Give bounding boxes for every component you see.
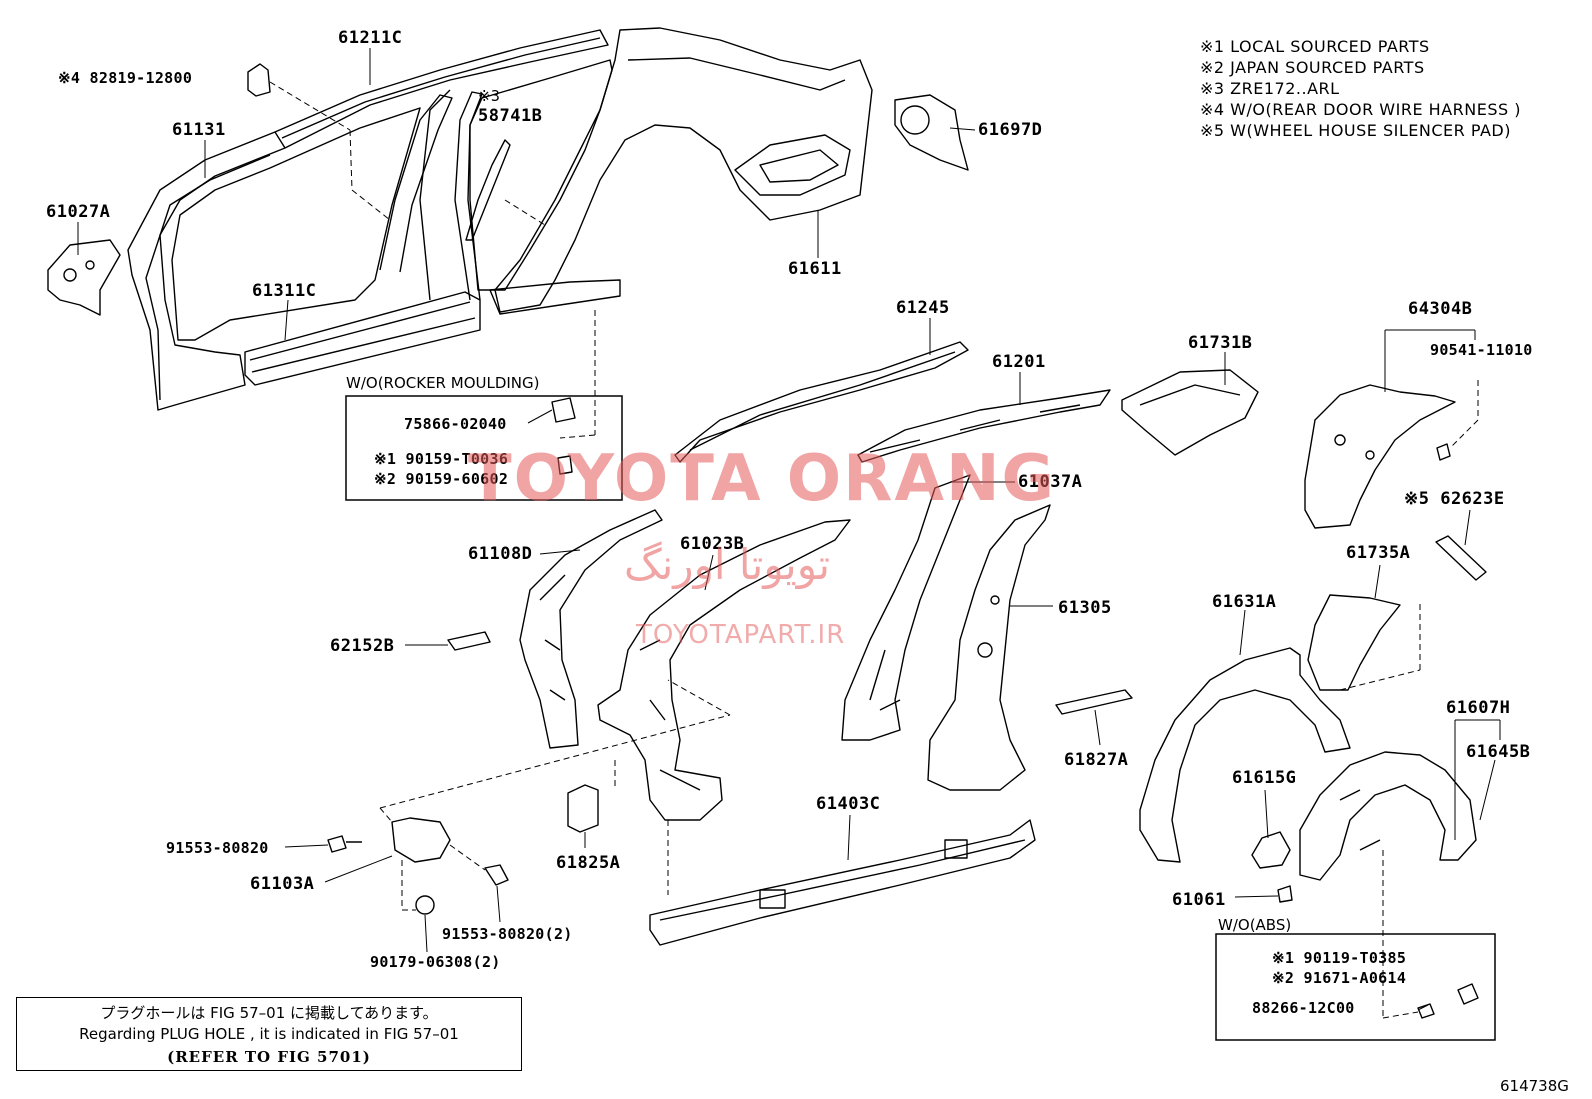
part-61645B (1299, 751, 1477, 881)
part-61027A (47, 239, 121, 316)
label-62152b: 62152B (330, 636, 395, 656)
part-58741B (465, 139, 511, 241)
rocker-box-caption: W/O(ROCKER MOULDING) (346, 374, 540, 392)
part-62623E (1435, 535, 1487, 581)
part-90541 (1436, 443, 1451, 461)
label-61631a: 61631A (1212, 592, 1277, 612)
part-62152B (447, 631, 491, 651)
part-61023B (597, 519, 851, 821)
part-61103A (391, 817, 451, 863)
label-61611: 61611 (788, 259, 842, 279)
label-61201: 61201 (992, 352, 1046, 372)
note-japanese: プラグホールは FIG 57–01 に掲載してあります。 (100, 1004, 438, 1022)
abs-box-caption: W/O(ABS) (1218, 916, 1292, 934)
bolt-91553b (484, 864, 509, 886)
part-61615G (1251, 831, 1291, 869)
label-61615g: 61615G (1232, 768, 1297, 788)
label-61607h: 61607H (1446, 698, 1511, 718)
label-61645b: 61645B (1466, 742, 1531, 762)
label-91553-80820-2: 91553-80820(2) (442, 925, 573, 943)
legend-item: ※5 W(WHEEL HOUSE SILENCER PAD) (1200, 121, 1511, 140)
abs-box-line3: 88266-12C00 (1252, 999, 1355, 1017)
rocker-box-line3: ※2 90159-60602 (374, 470, 509, 488)
part-61201 (857, 389, 1111, 463)
bolt-91553a (327, 835, 362, 853)
abs-box (1215, 933, 1496, 1041)
plug-hole-note: プラグホールは FIG 57–01 に掲載してあります。 Regarding P… (16, 997, 522, 1071)
label-61037a: 61037A (1018, 472, 1083, 492)
rocker-box-line2: ※1 90159-T0036 (374, 450, 509, 468)
label-82819-12800: ※4 82819-12800 (58, 69, 193, 87)
label-61131: 61131 (172, 120, 226, 140)
part-61697D (894, 94, 969, 171)
label-61061: 61061 (1172, 890, 1226, 910)
part-61305 (927, 504, 1051, 791)
legend: ※1 LOCAL SOURCED PARTS ※2 JAPAN SOURCED … (1200, 36, 1521, 141)
label-58741b: 58741B (478, 106, 543, 126)
part-rocker-rear (489, 279, 621, 315)
label-61697d: 61697D (978, 120, 1043, 140)
abs-box-line1: ※1 90119-T0385 (1272, 949, 1407, 967)
nut-90179 (415, 895, 435, 915)
label-61023b: 61023B (680, 534, 745, 554)
label-61827a: 61827A (1064, 750, 1129, 770)
label-61211c: 61211C (338, 28, 403, 48)
label-90179-06308-2: 90179-06308(2) (370, 953, 501, 971)
label-61311c: 61311C (252, 281, 317, 301)
label-61108d: 61108D (468, 544, 533, 564)
part-61731B (1121, 369, 1259, 456)
label-note3: ※3 (478, 87, 501, 105)
abs-box-line2: ※2 91671-A0614 (1272, 969, 1407, 987)
part-61827A (1055, 689, 1133, 715)
part-61403C (649, 819, 1036, 946)
body-side-outer-panel (127, 27, 873, 411)
label-61825a: 61825A (556, 853, 621, 873)
label-64304b: 64304B (1408, 299, 1473, 319)
rocker-moulding-box (345, 395, 623, 501)
label-61735a: 61735A (1346, 543, 1411, 563)
label-91553-80820: 91553-80820 (166, 839, 269, 857)
label-90541-11010: 90541-11010 (1430, 341, 1533, 359)
label-61245: 61245 (896, 298, 950, 318)
part-82819 (247, 63, 271, 97)
part-61735A (1307, 594, 1401, 691)
figure-number: 614738G (1500, 1077, 1569, 1095)
part-61825A (567, 784, 599, 833)
watermark-site: TOYOTAPART.IR (636, 620, 846, 650)
label-61027a: 61027A (46, 202, 111, 222)
part-61311C (244, 291, 481, 386)
part-61108D (519, 509, 663, 749)
legend-item: ※1 LOCAL SOURCED PARTS (1200, 37, 1430, 56)
part-61037A (841, 474, 971, 741)
part-64304B (1304, 384, 1456, 529)
legend-item: ※4 W/O(REAR DOOR WIRE HARNESS ) (1200, 100, 1521, 119)
label-62623e: ※5 62623E (1404, 489, 1505, 509)
watermark-persian: تویوتا اورنگ (624, 540, 831, 589)
label-61731b: 61731B (1188, 333, 1253, 353)
label-61305: 61305 (1058, 598, 1112, 618)
note-english: Regarding PLUG HOLE , it is indicated in… (79, 1025, 459, 1043)
part-61061 (1277, 885, 1293, 903)
label-61103a: 61103A (250, 874, 315, 894)
part-61631A (1139, 647, 1351, 863)
note-reference: (REFER TO FIG 5701) (167, 1048, 371, 1066)
rocker-box-line1: 75866-02040 (404, 415, 507, 433)
watermark-brand: TOYOTA ORANG (468, 442, 1057, 516)
legend-item: ※3 ZRE172..ARL (1200, 79, 1340, 98)
legend-item: ※2 JAPAN SOURCED PARTS (1200, 58, 1425, 77)
part-61245 (674, 341, 969, 463)
label-61403c: 61403C (816, 794, 881, 814)
